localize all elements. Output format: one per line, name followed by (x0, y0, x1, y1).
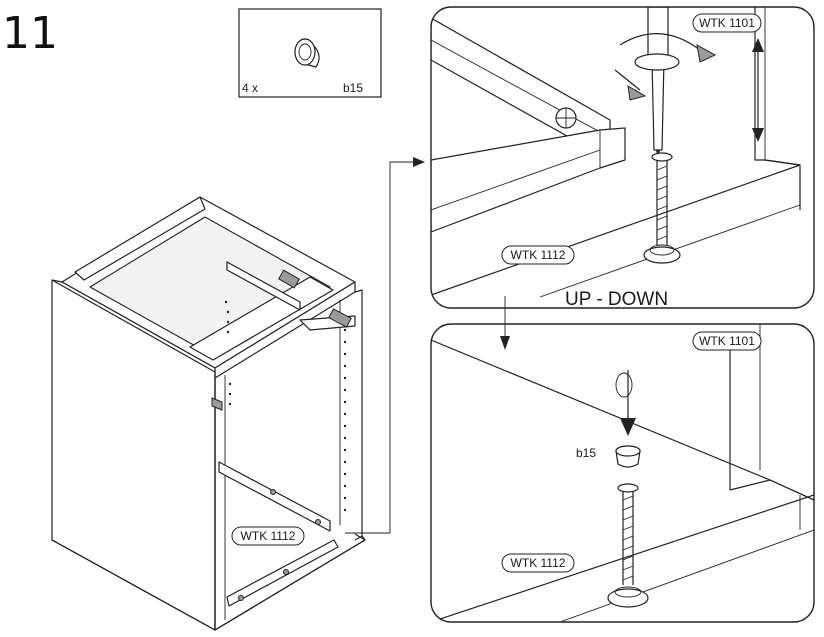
bottom-leg-part-label: WTK 1101 (699, 334, 755, 348)
parts-code: b15 (343, 81, 363, 95)
bottom-cap-label: b15 (576, 446, 596, 460)
step-number: 11 (2, 8, 58, 59)
top-detail-panel: WTK 1101 WTK 1112 UP - DOWN (430, 6, 815, 310)
parts-quantity: 4 x (242, 81, 258, 95)
top-leg-part-label: WTK 1101 (699, 16, 755, 30)
top-leg-code-label: WTK 1112 (511, 248, 566, 262)
bottom-detail-panel: WTK 1101 b15 WTK 1112 (430, 323, 815, 623)
cabinet-leg-label: WTK 1112 (241, 529, 296, 543)
bottom-leg-code-label: WTK 1112 (511, 556, 566, 570)
parts-box: 4 x b15 (238, 8, 382, 98)
adjust-direction-text: UP - DOWN (565, 289, 668, 310)
cabinet-drawing: WTK 1112 (51, 157, 425, 631)
cap-b15-icon (294, 38, 320, 68)
